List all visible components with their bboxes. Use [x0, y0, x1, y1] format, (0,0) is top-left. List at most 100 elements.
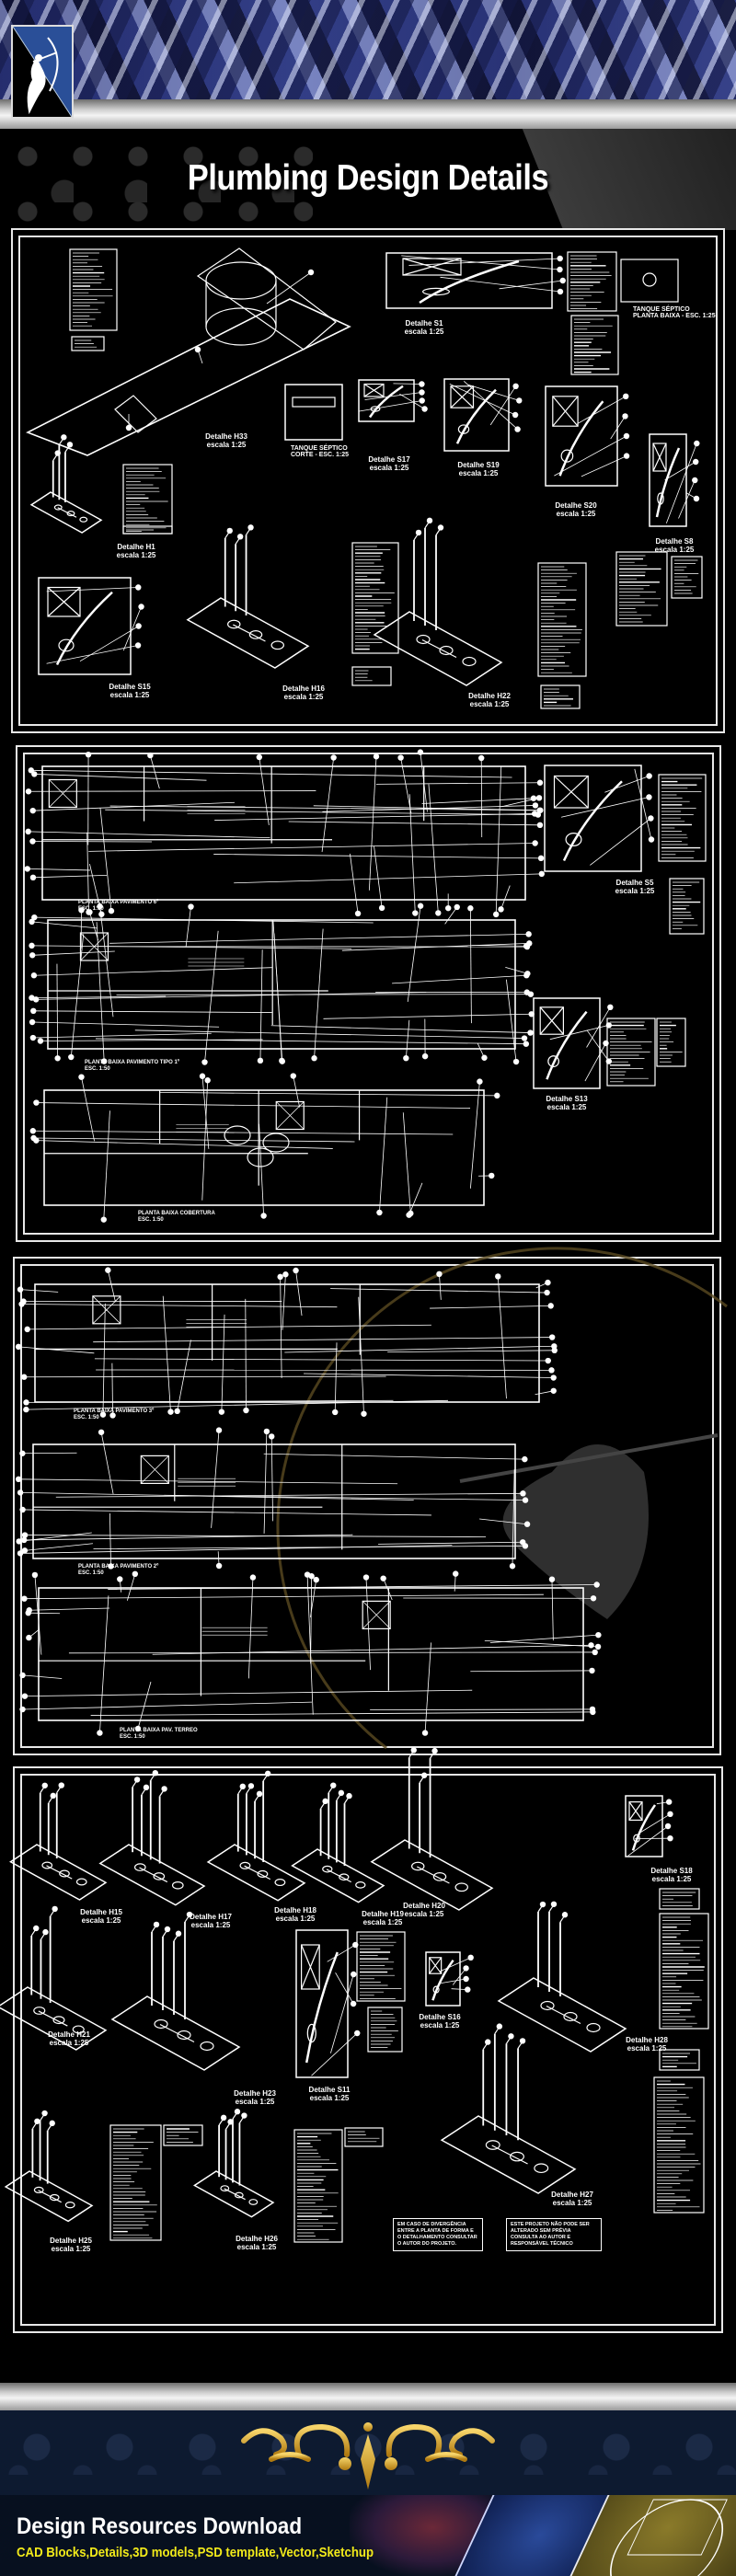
drawing-label-title: Detalhe H20	[403, 1902, 445, 1910]
leader-line	[399, 393, 425, 409]
drawing-label-scale: CORTE - ESC. 1:25	[291, 452, 350, 458]
callout-bubble	[361, 1410, 367, 1417]
callout-bubble	[463, 1975, 469, 1983]
leader-line	[378, 1541, 523, 1545]
legend-table	[659, 1913, 709, 2030]
drawing-label-title: Detalhe H19	[362, 1910, 404, 1918]
drawing-label-title: Detalhe H15	[80, 1908, 122, 1916]
detail-h25	[4, 2110, 94, 2223]
callout-bubble	[186, 1911, 193, 1918]
callout-bubble	[667, 1811, 673, 1818]
callout-bubble	[421, 1730, 429, 1736]
leader-line	[368, 756, 377, 891]
callout-bubble	[31, 914, 38, 921]
fixture-toilet	[248, 2199, 259, 2205]
callout-bubble	[590, 1708, 596, 1716]
drawing-label-title: PLANTA BAIXA PAVIMENTO 6º	[78, 900, 159, 905]
fixture-toilet	[534, 2163, 549, 2174]
callout-bubble	[536, 822, 544, 829]
fixture-toilet	[274, 1879, 286, 1887]
shaft-box	[362, 1600, 391, 1630]
callout-bubble	[548, 1576, 556, 1582]
drawing-label-scale: escala 1:25	[556, 510, 596, 518]
floor-slab	[370, 1839, 494, 1911]
leader-line	[288, 821, 540, 826]
drawing-label-title: Detalhe H25	[50, 2237, 92, 2245]
callout-bubble	[648, 836, 655, 843]
shaft-cross	[402, 258, 462, 276]
detail-outline	[649, 433, 687, 527]
riser-pipe	[435, 529, 441, 535]
callout-bubble	[693, 458, 699, 466]
callout-bubble	[33, 1137, 40, 1144]
leader-line	[28, 1612, 61, 1615]
leader-line	[32, 950, 115, 956]
leader-line	[327, 1944, 356, 1962]
callout-bubble	[376, 1209, 383, 1216]
floor-plan-roof	[29, 1073, 500, 1223]
legend-table	[71, 336, 105, 351]
callout-bubble	[132, 1570, 139, 1578]
callout-bubble	[100, 1216, 107, 1223]
callout-bubble	[61, 434, 67, 441]
callout-bubble	[421, 1052, 429, 1060]
callout-bubble	[17, 1489, 24, 1496]
drawing-label-title: PLANTA BAIXA PAVIMENTO TIPO 1º	[85, 1060, 179, 1065]
leader-line	[55, 1492, 523, 1498]
callout-bubble	[544, 1289, 550, 1296]
detail-outline	[544, 765, 642, 872]
riser-pipe	[320, 1802, 326, 1810]
leader-line	[408, 1182, 423, 1215]
fixture-toilet	[177, 2030, 191, 2041]
drawing-label-title: Detalhe S17	[368, 455, 410, 464]
leader-line	[439, 1273, 442, 1300]
drain-pipe	[431, 1959, 454, 2001]
callout-bubble	[545, 1279, 551, 1286]
riser-pipe	[419, 1777, 424, 1784]
fixture-toilet	[133, 1863, 146, 1871]
callout-bubble	[520, 1490, 526, 1497]
detail-h20	[370, 1747, 494, 1911]
callout-bubble	[260, 1213, 267, 1219]
leader-line	[263, 1431, 268, 1534]
callout-bubble	[417, 749, 424, 755]
fixture-toilet	[33, 2007, 46, 2015]
leader-line	[452, 1968, 466, 1985]
drawing-label-scale: escala 1:25	[81, 1916, 121, 1925]
callout-bubble	[241, 2112, 247, 2119]
fixture-toilet	[154, 2018, 168, 2030]
table-border	[570, 315, 619, 375]
callout-bubble	[330, 754, 337, 761]
leader-line	[234, 873, 542, 884]
leader-line	[177, 1340, 191, 1411]
leader-line	[162, 1295, 171, 1412]
floor-slab	[29, 491, 103, 534]
leader-line	[40, 1039, 263, 1041]
riser-pipe	[31, 2122, 37, 2130]
fixture-toilet	[416, 634, 431, 645]
fixture-toilet	[432, 1985, 440, 1994]
callout-bubble	[30, 1007, 37, 1015]
drawing-label-title: PLANTA BAIXA PAVIMENTO 3º	[74, 1409, 155, 1414]
footer-silver-bar	[0, 2383, 736, 2410]
callout-bubble	[590, 1595, 597, 1602]
leader-line	[401, 255, 560, 270]
leader-line	[70, 934, 85, 1058]
drawing-label-title: Detalhe H18	[274, 1906, 316, 1915]
legend-table	[653, 2076, 705, 2214]
leader-line	[665, 443, 697, 523]
callout-bubble	[220, 2114, 227, 2122]
callout-bubble	[332, 1409, 339, 1416]
leader-line	[164, 1494, 526, 1501]
leader-line	[21, 1304, 338, 1308]
water-tank	[247, 1147, 274, 1167]
leader-line	[284, 1345, 555, 1353]
floor-slab	[206, 1844, 306, 1902]
callout-bubble	[523, 1521, 531, 1527]
tank-outline	[620, 259, 679, 303]
callout-bubble	[420, 1772, 428, 1778]
drawing-label-scale: escala 1:25	[49, 2039, 89, 2047]
